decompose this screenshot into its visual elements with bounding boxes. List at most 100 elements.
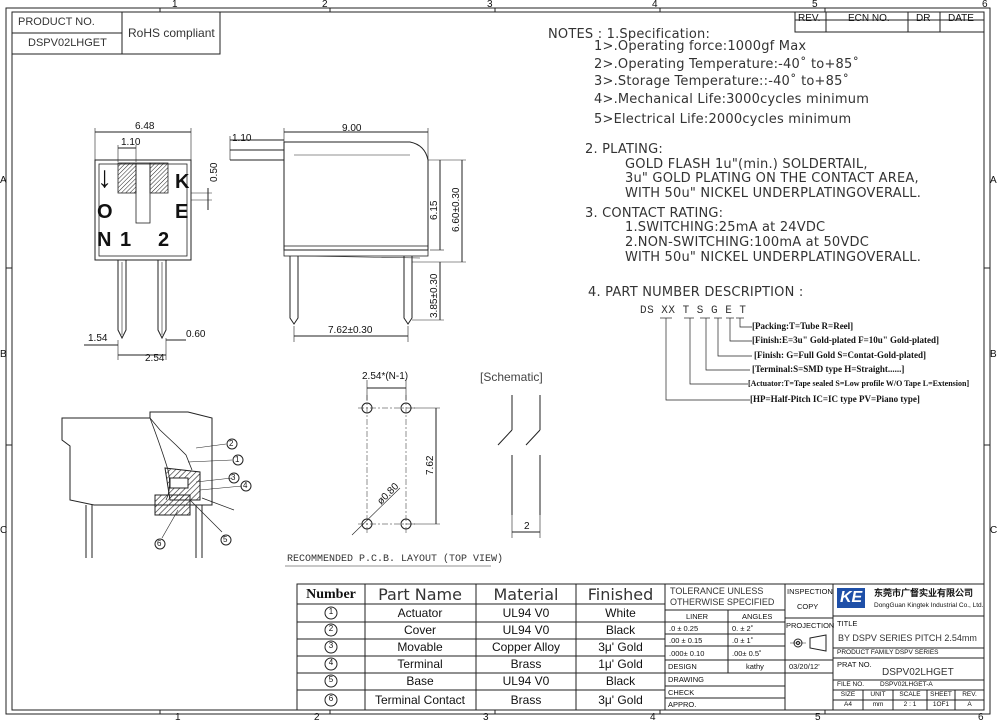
spec-line-2: 2>.Operating Temperature:-40˚ to+85˚ <box>594 57 860 72</box>
frame-number-bottom-3: 3 <box>483 712 489 723</box>
angles-header: ANGLES <box>742 612 773 621</box>
contact-line-2: 2.NON-SWITCHING:100mA at 50VDC <box>625 235 869 250</box>
contact-title: 3. CONTACT RATING: <box>585 206 724 221</box>
part-desc-finish-gold: [Finish: G=Full Gold S=Contat-Gold-plate… <box>754 350 927 360</box>
drawing-title: BY DSPV SERIES PITCH 2.54mm <box>838 633 977 643</box>
sheet-header: SHEET <box>930 691 952 698</box>
dim-front-width: 6.48 <box>135 121 155 132</box>
liner-row-2: .00 ± 0.15 <box>669 636 703 645</box>
marking-k: K <box>175 171 190 193</box>
pcb-layout-caption: RECOMMENDED P.C.B. LAYOUT (TOP VIEW) <box>287 554 504 565</box>
table-row-num: 1 <box>328 607 334 616</box>
table-row-finish: White <box>605 606 636 620</box>
ecn-header: ECN NO. <box>848 13 890 24</box>
table-row-material: UL94 V0 <box>502 623 550 637</box>
section-callout-3: 3 <box>231 473 236 482</box>
marking-1: 1 <box>120 229 132 251</box>
plating-title: 2. PLATING: <box>585 142 663 157</box>
spec-line-1: 1>.Operating force:1000gf Max <box>594 39 807 54</box>
table-row-name: Terminal Contact <box>374 693 466 707</box>
title-label: TITLE <box>837 619 858 628</box>
dim-front-left-offset: 1.54 <box>88 333 108 344</box>
angle-row-1: 0. ± 2˚ <box>732 624 754 633</box>
section-callout-1: 1 <box>235 455 240 464</box>
dim-pcb-row-spacing: 7.62 <box>425 455 436 475</box>
section-callout-5: 5 <box>223 535 228 544</box>
dim-side-length: 9.00 <box>342 123 362 134</box>
part-code: DS XX T S G E T <box>640 305 747 317</box>
marking-o: O <box>97 201 113 223</box>
frame-letter-right-c: C <box>990 525 998 536</box>
dim-side-lever: 1.10 <box>232 133 252 144</box>
down-arrow-icon: ↓ <box>97 161 112 194</box>
company-logo: KE <box>837 588 866 608</box>
table-row-finish: Black <box>605 623 636 637</box>
file-no-label: FILE NO. <box>837 681 865 688</box>
frame-number-bottom-5: 5 <box>815 712 821 723</box>
table-row-material: Brass <box>510 657 542 671</box>
table-row-finish: 1μ' Gold <box>598 657 643 671</box>
dim-front-height: 0.50 <box>209 162 220 182</box>
table-row-material: Copper Alloy <box>491 640 561 654</box>
parts-header-name: Part Name <box>378 585 462 604</box>
tolerance-title-2: OTHERWISE SPECIFIED <box>670 597 775 607</box>
frame-number-bottom-2: 2 <box>314 712 320 723</box>
design-date: 03/20/12' <box>789 662 820 671</box>
table-row-name: Movable <box>397 640 443 654</box>
frame-number-top-4: 4 <box>652 0 658 10</box>
size-value: A4 <box>844 701 852 708</box>
date-header: DATE <box>948 13 974 24</box>
projection-label: PROJECTION <box>786 621 835 630</box>
section-callout-2: 2 <box>229 439 234 448</box>
company-name-en: DongGuan Kingtek Industrial Co., Ltd. <box>874 602 984 609</box>
tolerance-title-1: TOLERANCE UNLESS <box>670 586 764 596</box>
table-row-material: UL94 V0 <box>502 606 550 620</box>
part-desc-type: [HP=Half-Pitch IC=IC type PV=Piano type] <box>750 394 920 404</box>
table-row-num: 3 <box>328 641 334 650</box>
part-desc-finish-plating: [Finish:E=3u" Gold-plated F=10u" Gold-pl… <box>752 335 940 345</box>
schematic-label: [Schematic] <box>480 370 543 384</box>
file-no-value: DSPV02LHGET-A <box>880 681 933 688</box>
table-row-finish: 3μ' Gold <box>598 693 643 707</box>
frame-number-top-5: 5 <box>812 0 818 10</box>
outer-frame <box>5 7 991 715</box>
product-no-value: DSPV02LHGET <box>28 37 107 49</box>
section-view-body <box>61 411 213 506</box>
dim-side-total-height: 6.60±0.30 <box>451 187 462 232</box>
frame-number-bottom-1: 1 <box>175 712 181 723</box>
pcb-holes <box>361 402 412 530</box>
dim-front-slot: 1.10 <box>121 137 141 148</box>
table-row-num: 4 <box>328 658 334 667</box>
section-callout-6: 6 <box>157 539 162 548</box>
frame-number-top-6: 6 <box>982 0 988 10</box>
dim-pcb-pitch: 2.54*(N-1) <box>362 371 409 382</box>
product-family: PRODUCT FAMILY DSPV SERIES <box>837 649 939 656</box>
size-header: SIZE <box>840 691 856 698</box>
liner-row-1: .0 ± 0.25 <box>669 624 699 633</box>
plating-line-2: 3u" GOLD PLATING ON THE CONTACT AREA, <box>625 171 919 186</box>
dr-header: DR <box>916 13 931 24</box>
scale-value: 2 : 1 <box>903 701 917 708</box>
plating-line-1: GOLD FLASH 1u"(min.) SOLDERTAIL, <box>625 157 868 172</box>
rev-header-block: REV. <box>962 691 977 698</box>
copy-label: COPY <box>797 602 819 611</box>
frame-number-bottom-6: 6 <box>978 712 984 723</box>
spec-line-5: 5>Electrical Life:2000cycles minimum <box>594 112 852 127</box>
table-row-material: UL94 V0 <box>502 674 550 688</box>
design-label: DESIGN <box>668 662 697 671</box>
scale-header: SCALE <box>899 691 921 698</box>
frame-letter-right-b: B <box>990 349 997 360</box>
angle-row-2: .0 ± 1˚ <box>732 636 754 645</box>
marking-2: 2 <box>158 229 170 251</box>
frame-number-top-1: 1 <box>172 0 178 10</box>
table-row-name: Base <box>406 674 434 688</box>
marking-e: E <box>175 201 189 223</box>
side-view-body <box>283 141 429 251</box>
check-label: CHECK <box>668 688 695 697</box>
rev-value: A <box>967 701 972 708</box>
product-no-label: PRODUCT NO. <box>18 16 95 28</box>
marking-n: N <box>97 229 112 251</box>
frame-letter-left-b: B <box>0 349 7 360</box>
table-row-name: Cover <box>403 623 436 637</box>
